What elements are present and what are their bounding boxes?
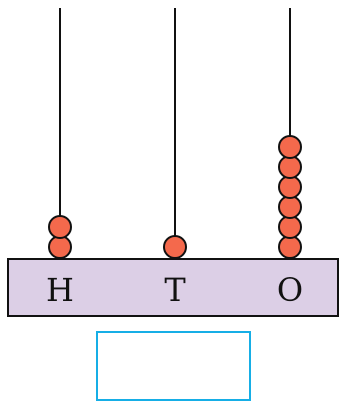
bead-ones — [278, 195, 302, 219]
bead-tens — [163, 235, 187, 259]
column-label-hundreds: H — [46, 271, 74, 309]
bead-ones — [278, 135, 302, 159]
bead-hundreds — [48, 215, 72, 239]
bead-hundreds — [48, 235, 72, 259]
column-label-ones: O — [277, 271, 303, 309]
bead-ones — [278, 155, 302, 179]
bead-ones — [278, 215, 302, 239]
column-label-tens: T — [164, 271, 186, 309]
bead-ones — [278, 175, 302, 199]
beads-layer — [48, 135, 302, 259]
abacus-base — [7, 258, 339, 317]
answer-box[interactable] — [96, 331, 251, 401]
bead-ones — [278, 235, 302, 259]
rods-layer — [59, 8, 291, 260]
